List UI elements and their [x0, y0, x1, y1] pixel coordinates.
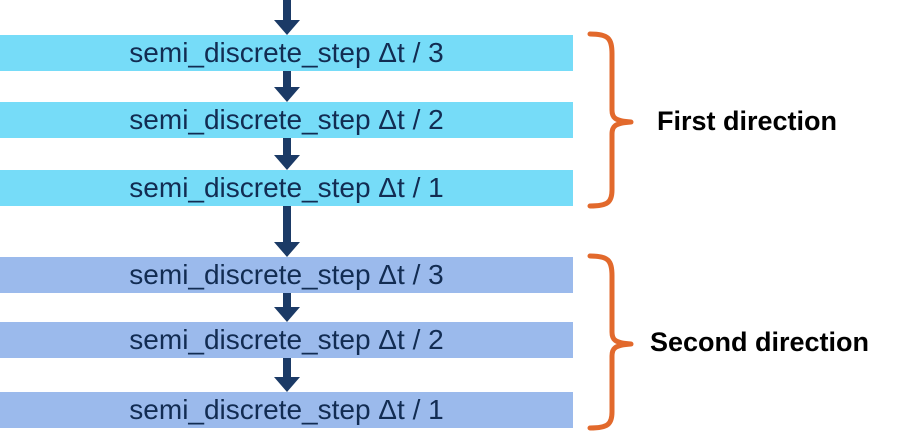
arrow-shaft: [283, 206, 291, 242]
flow-arrow-incoming: [274, 0, 300, 35]
flow-arrow-between-groups: [274, 206, 300, 257]
arrow-head-icon: [274, 242, 300, 257]
arrow-head-icon: [274, 307, 300, 322]
arrow-head-icon: [274, 87, 300, 102]
flow-arrow: [274, 138, 300, 170]
step-bar-first-dt1: semi_discrete_step Δt / 1: [0, 170, 573, 206]
step-bar-second-dt3: semi_discrete_step Δt / 3: [0, 257, 573, 293]
arrow-head-icon: [274, 377, 300, 392]
step-bar-second-dt1: semi_discrete_step Δt / 1: [0, 392, 573, 428]
arrow-head-icon: [274, 20, 300, 35]
arrow-shaft: [283, 358, 291, 377]
flow-arrow: [274, 358, 300, 392]
flow-arrow: [274, 293, 300, 322]
arrow-shaft: [283, 293, 291, 307]
arrow-shaft: [283, 138, 291, 155]
flow-arrow: [274, 71, 300, 102]
arrow-head-icon: [274, 155, 300, 170]
step-bar-second-dt2: semi_discrete_step Δt / 2: [0, 322, 573, 358]
curly-brace-second-group: [587, 253, 634, 431]
second-direction-label: Second direction: [650, 327, 870, 357]
step-bar-first-dt3: semi_discrete_step Δt / 3: [0, 35, 573, 71]
first-direction-label: First direction: [657, 106, 838, 136]
step-bar-first-dt2: semi_discrete_step Δt / 2: [0, 102, 573, 138]
curly-brace-first-group: [587, 31, 634, 209]
arrow-shaft: [283, 71, 291, 87]
arrow-shaft: [283, 0, 291, 20]
